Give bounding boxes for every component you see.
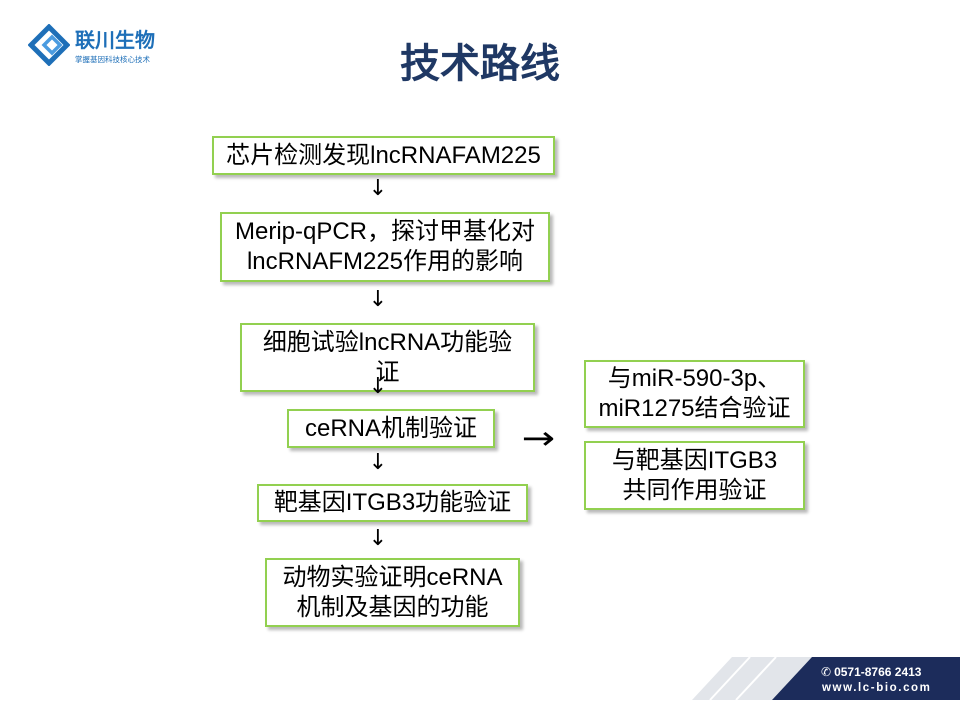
logo-icon (28, 24, 70, 66)
logo-slogan: 掌握基因科技核心技术 (75, 55, 150, 64)
footer-website: www.lc-bio.com (822, 682, 932, 694)
down-arrow-4: ↓ (368, 450, 388, 475)
side-step-text: 与靶基因ITGB3 (611, 446, 778, 474)
flow-step-6-box: 动物实验证明ceRNA 机制及基因的功能 (265, 558, 520, 627)
flow-step-text: 证 (375, 358, 400, 386)
flow-step-text: 动物实验证明ceRNA (282, 563, 503, 591)
flow-step-2-box: Merip-qPCR，探讨甲基化对 lncRNAFM225作用的影响 (220, 212, 550, 282)
flow-step-4-box: ceRNA机制验证 (287, 409, 495, 448)
side-step-1-box: 与miR-590-3p、 miR1275结合验证 (584, 360, 805, 428)
flow-step-text: 机制及基因的功能 (296, 593, 489, 621)
flow-step-text: 细胞试验lncRNA功能验 (262, 328, 513, 356)
flow-step-text: 靶基因ITGB3功能验证 (273, 489, 512, 516)
down-arrow-3: ↓ (368, 374, 388, 399)
down-arrow-5: ↓ (368, 526, 388, 551)
logo-name: 联川生物 (75, 30, 155, 52)
side-step-text: 共同作用验证 (622, 476, 767, 504)
footer-phone: ✆0571-8766 2413 (821, 665, 921, 679)
flow-step-3-box: 细胞试验lncRNA功能验 证 (240, 323, 535, 392)
right-arrow: → (521, 419, 556, 457)
side-step-text: miR1275结合验证 (598, 395, 791, 422)
flow-step-text: lncRNAFM225作用的影响 (246, 248, 524, 275)
down-arrow-2: ↓ (368, 287, 388, 312)
phone-icon: ✆ (821, 665, 832, 679)
footer-navy-band (772, 657, 960, 700)
flow-step-text: ceRNA机制验证 (304, 414, 478, 442)
side-step-2-box: 与靶基因ITGB3 共同作用验证 (584, 441, 805, 510)
flow-step-text: 芯片检测发现lncRNAFAM225 (226, 141, 541, 169)
footer-band (683, 656, 960, 701)
down-arrow-1: ↓ (368, 176, 388, 201)
phone-number: 0571-8766 2413 (834, 665, 922, 679)
flow-step-1-box: 芯片检测发现lncRNAFAM225 (212, 136, 555, 175)
slide-title: 技术路线 (400, 42, 560, 86)
flow-step-5-box: 靶基因ITGB3功能验证 (257, 484, 528, 522)
side-step-text: 与miR-590-3p、 (607, 365, 782, 392)
flow-step-text: Merip-qPCR，探讨甲基化对 (234, 218, 536, 245)
